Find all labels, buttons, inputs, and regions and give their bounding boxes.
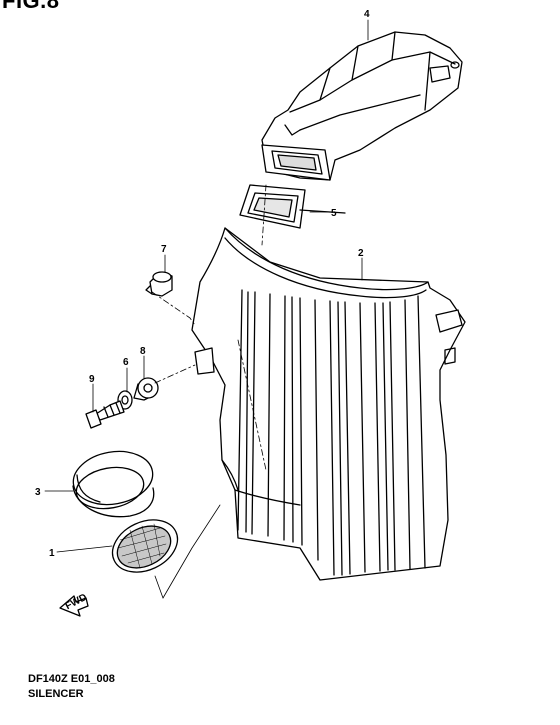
part-2-silencer-body [191,227,466,581]
leader-lines [44,19,369,599]
part-number-3: 3 [35,487,41,498]
part-3-collar-ring [72,450,155,518]
forward-arrow-icon [59,595,89,617]
part-9-bolt [85,400,125,429]
part-number-5: 5 [331,208,337,219]
part-7-push-rivet [145,271,173,297]
part-number-9: 9 [89,374,95,385]
part-8-grommet [133,377,159,401]
figure-title: FIG.8 [2,0,60,13]
part-number-2: 2 [358,248,364,259]
part-4-intake-duct [261,31,463,181]
part-1-mesh-filter [111,519,179,573]
model-code: DF140Z E01_008 [28,673,115,685]
part-number-6: 6 [123,357,129,368]
part-number-1: 1 [49,548,55,559]
part-number-labels: 4 5 2 7 6 8 9 3 1 FWD [35,9,370,612]
part-number-8: 8 [140,346,146,357]
part-number-4: 4 [364,9,370,20]
part-5-gasket [239,184,346,229]
part-number-7: 7 [161,244,167,255]
section-name: SILENCER [28,688,84,700]
